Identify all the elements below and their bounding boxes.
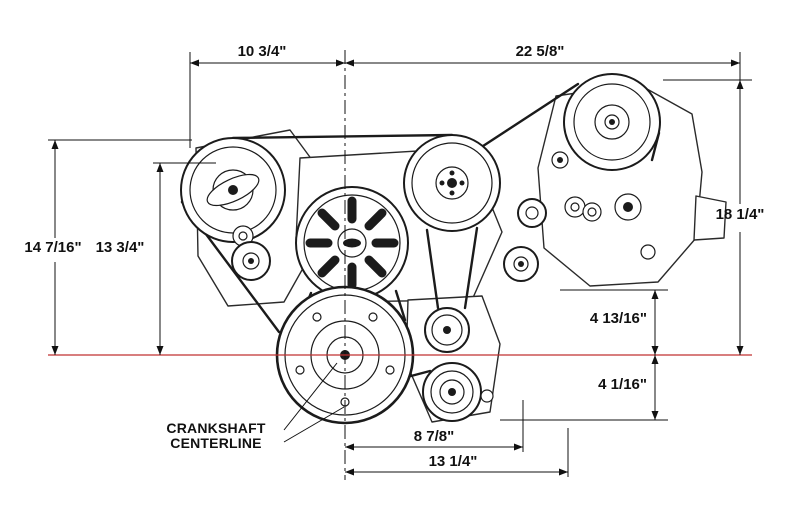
dimension-layer: 10 3/4" 22 5/8" 14 7/16" 13 3/4" 18 1/4"… xyxy=(24,43,764,477)
crankshaft-centerline-callout: CRANKSHAFT CENTERLINE xyxy=(166,362,345,451)
dim-left-outer-label: 14 7/16" xyxy=(24,239,81,256)
left-idler-pulley xyxy=(231,225,271,281)
leader-line-upper xyxy=(283,362,338,431)
dim-bottom-outer-label: 13 1/4" xyxy=(429,453,478,470)
dim-left-inner-label: 13 3/4" xyxy=(96,239,145,256)
dim-top-right-label: 22 5/8" xyxy=(516,43,565,60)
crankshaft-label-line2: CENTERLINE xyxy=(170,435,261,451)
dim-right-side-label: 18 1/4" xyxy=(716,206,765,223)
engine-drawing xyxy=(180,73,727,425)
dim-right-mid-upper: 4 13/16" xyxy=(590,290,659,355)
dim-right-mid-lower-label: 4 1/16" xyxy=(598,376,647,393)
crankshaft-label-line1: CRANKSHAFT xyxy=(166,420,265,436)
dim-top-right: 22 5/8" xyxy=(345,43,740,67)
water-pump-pulley xyxy=(403,134,501,232)
belt-run-upper-right xyxy=(478,82,580,150)
dim-right-mid-lower: 4 1/16" xyxy=(598,355,659,420)
centerlines xyxy=(48,50,752,480)
dim-bottom-outer: 13 1/4" xyxy=(345,453,568,476)
belt-run-waterpump-down-right xyxy=(463,226,479,310)
dim-bottom-inner-label: 8 7/8" xyxy=(414,428,454,445)
pulley-logo-oval xyxy=(343,238,361,248)
dim-bottom-inner: 8 7/8" xyxy=(345,428,523,451)
dim-right-side: 18 1/4" xyxy=(716,80,765,355)
tensioner-pulleys xyxy=(422,307,494,422)
compressor-details xyxy=(503,151,656,282)
compressor-outlet xyxy=(693,195,727,241)
dim-top-left-label: 10 3/4" xyxy=(238,43,287,60)
billet-accessory-pulley xyxy=(295,186,409,300)
dim-right-mid-upper-label: 4 13/16" xyxy=(590,310,647,327)
dim-top-left: 10 3/4" xyxy=(190,43,345,67)
alternator-pulley xyxy=(180,137,286,243)
leader-line-lower xyxy=(283,406,345,443)
belt-run-crank-tensioner xyxy=(409,369,432,378)
belt-run-top xyxy=(231,133,454,140)
dim-left-outer: 14 7/16" xyxy=(24,140,82,355)
belt-run-waterpump-down-left xyxy=(425,228,440,310)
compressor-pulley xyxy=(563,73,661,171)
belt-run-mid-right xyxy=(394,289,407,322)
dim-left-inner: 13 3/4" xyxy=(96,163,164,355)
